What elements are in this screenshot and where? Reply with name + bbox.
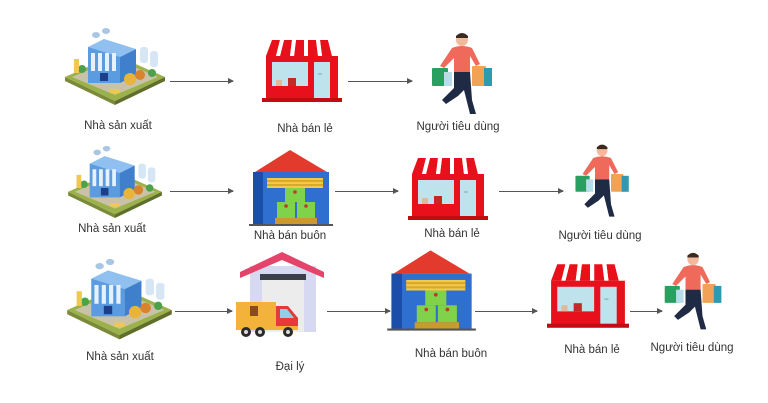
flow-arrow <box>170 188 234 194</box>
agent-warehouse-truck-icon <box>232 248 332 348</box>
flow-arrow <box>348 78 413 84</box>
factory-icon <box>60 143 170 218</box>
node-label: Nhà sản xuất <box>86 351 154 363</box>
node-label: Nhà bán buôn <box>414 348 488 360</box>
flow-arrow <box>335 188 399 194</box>
node-label: Nhà bán lẻ <box>424 228 480 240</box>
node-label: Nhà bán buôn <box>253 230 327 242</box>
node-label: Nhà bán lẻ <box>564 344 620 356</box>
wholesale-warehouse-icon <box>245 148 335 228</box>
wholesale-warehouse-icon <box>383 248 478 333</box>
flow-arrow <box>170 78 234 84</box>
flow-arrow <box>630 308 663 314</box>
flow-arrow <box>475 308 538 314</box>
retail-store-icon <box>262 40 342 102</box>
retail-store-icon <box>408 158 488 220</box>
factory-icon <box>62 255 177 340</box>
node-label: Đại lý <box>275 361 305 373</box>
factory-icon <box>60 25 170 105</box>
shopper-icon <box>660 250 728 335</box>
flow-arrow <box>499 188 564 194</box>
flow-arrow <box>175 308 233 314</box>
retail-store-icon <box>547 264 629 328</box>
node-label: Người tiêu dùng <box>650 342 734 354</box>
node-label: Nhà sản xuất <box>78 223 146 235</box>
node-label: Người tiêu dùng <box>558 230 642 242</box>
shopper-icon <box>428 30 498 120</box>
shopper-icon <box>568 142 638 222</box>
node-label: Người tiêu dùng <box>416 121 500 133</box>
flow-arrow <box>327 308 391 314</box>
node-label: Nhà bán lẻ <box>277 123 333 135</box>
node-label: Nhà sản xuất <box>84 120 152 132</box>
